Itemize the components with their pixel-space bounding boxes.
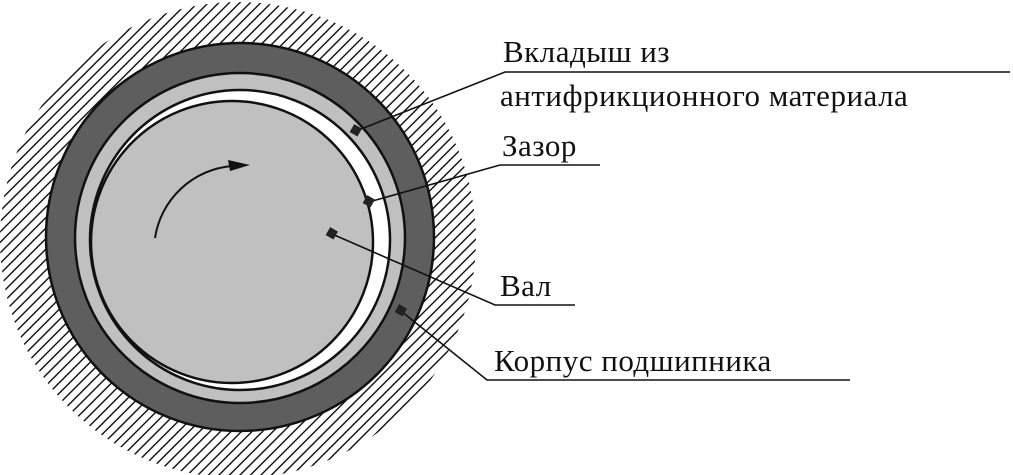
leader-shaft <box>331 233 575 306</box>
hatch-line <box>308 2 476 475</box>
label-gap: Зазор <box>502 128 577 163</box>
hatch-line <box>329 2 476 475</box>
hatch-line <box>318 2 476 475</box>
label-liner-line2: антифрикционного материала <box>500 78 908 113</box>
leader-housing <box>400 310 850 381</box>
leader-liner <box>355 71 1010 132</box>
hatch-line <box>0 2 170 475</box>
hatch-line <box>276 2 476 475</box>
hatch-line <box>287 2 476 475</box>
label-housing: Корпус подшипника <box>494 343 772 378</box>
label-liner-line1: Вкладыш из <box>503 34 670 69</box>
hatch-line <box>0 2 159 475</box>
label-shaft: Вал <box>500 268 552 303</box>
rotation-arrow-icon <box>154 160 250 239</box>
hatch-line <box>0 2 23 475</box>
hatch-line <box>0 2 180 475</box>
hatch-line <box>0 2 149 475</box>
shaft <box>89 99 375 385</box>
hatch-line <box>0 2 191 475</box>
hatch-line <box>297 2 476 475</box>
hatch-line <box>0 2 2 475</box>
leader-lines <box>331 71 1010 381</box>
leader-gap <box>368 164 600 203</box>
leader-markers <box>325 124 407 317</box>
hatch-line <box>0 2 201 475</box>
